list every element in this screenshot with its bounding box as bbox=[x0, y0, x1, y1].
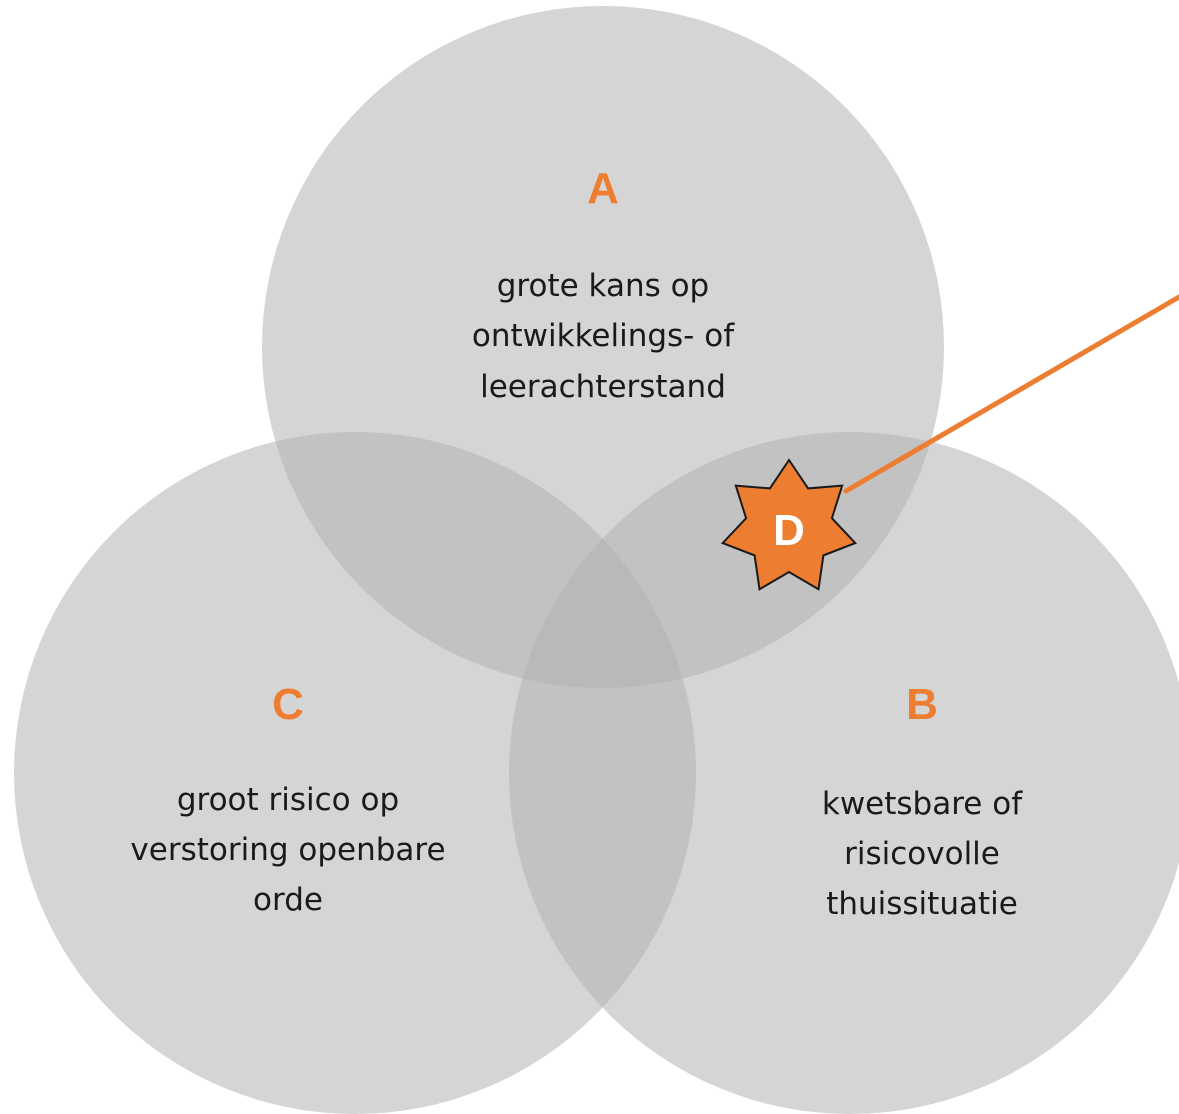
marker-star-icon bbox=[720, 458, 858, 591]
marker-leader-line bbox=[843, 294, 1179, 494]
marker-letter: D bbox=[773, 506, 805, 555]
set-b-description-line-2: risicovolle bbox=[844, 836, 1000, 872]
set-a-description-line-2: ontwikkelings- of bbox=[472, 318, 735, 354]
circle-b bbox=[509, 432, 1179, 1114]
set-c-description-line-1: groot risico op bbox=[177, 782, 399, 818]
set-c-description-line-2: verstoring openbare bbox=[130, 832, 445, 868]
set-b-description-line-3: thuissituatie bbox=[826, 886, 1018, 922]
set-a-description-line-3: leerachterstand bbox=[480, 369, 726, 405]
set-a-letter: A bbox=[587, 164, 619, 213]
set-b-description-line-1: kwetsbare of bbox=[822, 786, 1023, 822]
set-b-letter: B bbox=[906, 680, 938, 729]
set-c-letter: C bbox=[272, 680, 304, 729]
set-a-description-line-1: grote kans op bbox=[497, 268, 710, 304]
circle-c bbox=[14, 432, 696, 1114]
set-c-description-line-3: orde bbox=[253, 882, 323, 918]
